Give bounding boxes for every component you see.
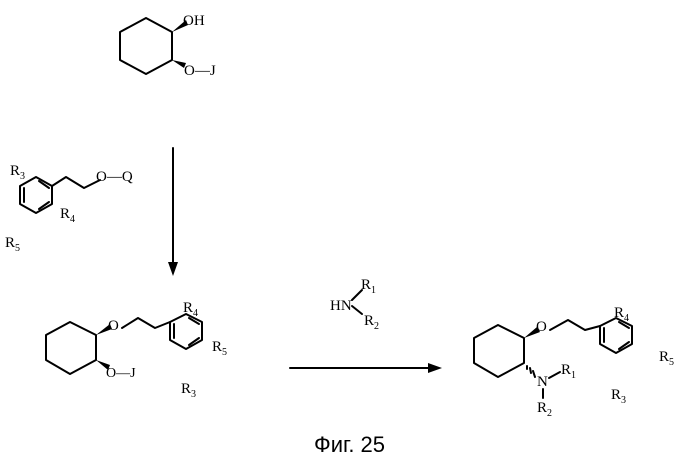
cyclohexanediol-reactant: OH O—J [120, 13, 216, 79]
product-r1-label: R1 [561, 362, 576, 381]
intermediate-compound: O O—J R4 R5 R3 [46, 300, 227, 400]
intermediate-r5-label: R5 [212, 339, 227, 358]
amine-hn-label: HN [330, 298, 352, 314]
amine-reagent: HN R1 R2 [330, 277, 379, 332]
amine-r2-label: R2 [364, 313, 379, 332]
reaction-arrow-down [168, 148, 178, 276]
ether-oj-label: O—J [184, 63, 216, 79]
intermediate-r3-label: R3 [181, 381, 196, 400]
ether-oxygen-label: O [108, 318, 119, 334]
amine-r1-label: R1 [361, 277, 376, 296]
product-compound: O N R1 R2 R4 R5 R3 [474, 305, 674, 419]
r4-label: R4 [60, 206, 75, 225]
product-r3-label: R3 [611, 387, 626, 406]
hashed-bond [527, 366, 535, 377]
peroxide-oq-label: O—Q [96, 169, 133, 185]
product-ether-oxygen-label: O [536, 319, 547, 335]
product-r2-label: R2 [537, 400, 552, 419]
figure-caption: Фиг. 25 [0, 432, 699, 458]
reaction-arrow-right [290, 363, 442, 373]
intermediate-oj-label: O—J [106, 366, 136, 381]
r5-label: R5 [5, 235, 20, 254]
r3-label: R3 [10, 163, 25, 182]
hydroxyl-label: OH [183, 13, 205, 29]
product-r5-label: R5 [659, 349, 674, 368]
product-nitrogen-label: N [537, 374, 548, 390]
phenylethyl-reagent: O—Q R3 R4 R5 [5, 163, 133, 254]
